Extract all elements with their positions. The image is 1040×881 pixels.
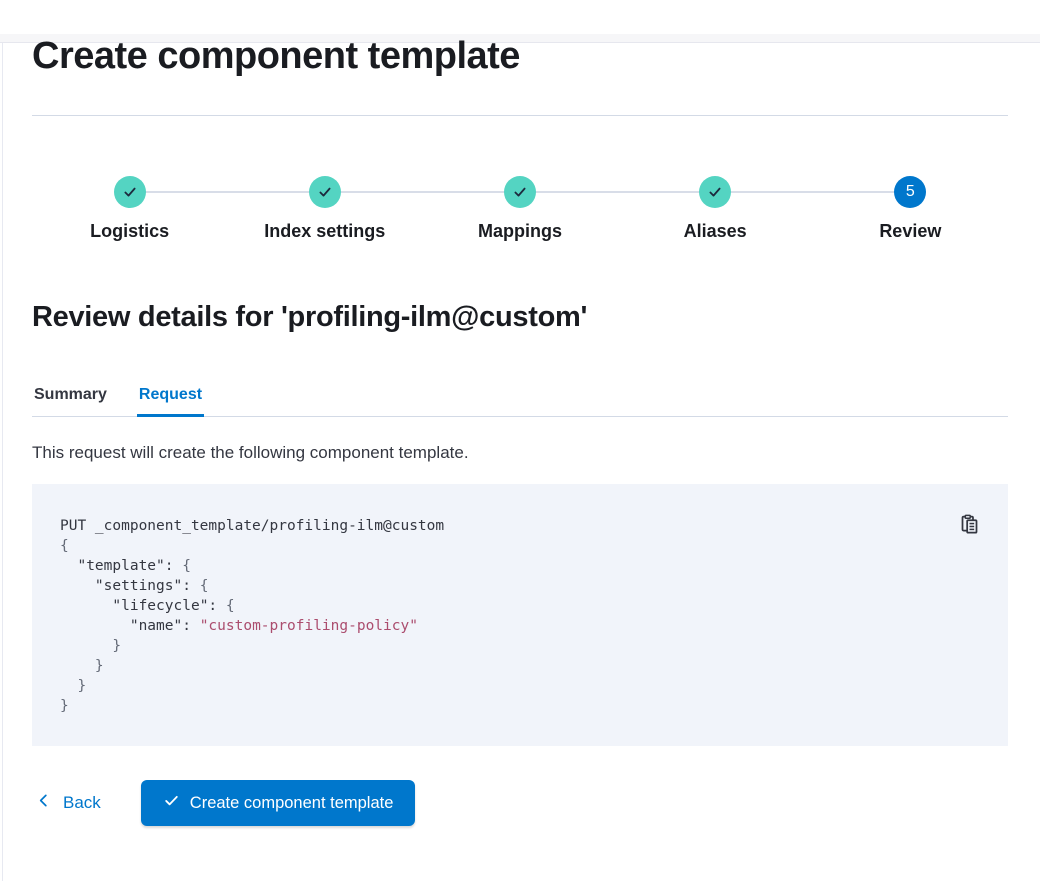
review-heading: Review details for 'profiling-ilm@custom… (32, 301, 588, 333)
step-label: Review (879, 221, 942, 241)
step-label: Index settings (264, 221, 386, 241)
code-line: "template": { (77, 558, 191, 574)
footer-actions: Back Create component template (32, 780, 1008, 826)
step-current-number: 5 (894, 176, 927, 208)
window-left-edge (2, 43, 3, 881)
create-component-template-button[interactable]: Create component template (140, 780, 416, 826)
create-component-template-page: Create component template Logistics Index… (0, 34, 1040, 826)
code-line: } (60, 678, 87, 694)
chevron-left-icon (36, 793, 51, 813)
copy-clipboard-icon (959, 514, 980, 538)
check-icon (163, 792, 180, 814)
tab-request[interactable]: Request (136, 386, 205, 417)
code-line: } (60, 698, 69, 714)
code-line: "settings": { (94, 578, 209, 594)
request-code-block: PUT _component_template/profiling-ilm@cu… (32, 484, 1008, 746)
step-label: Logistics (90, 221, 170, 241)
step-complete-check-icon (113, 176, 146, 208)
code-line: { (60, 538, 69, 554)
window-top-edge (0, 34, 1040, 43)
code-line: "name": "custom-profiling-policy" (129, 618, 418, 634)
create-button-label: Create component template (189, 793, 394, 812)
step-label: Mappings (477, 221, 562, 241)
code-line: "lifecycle": { (112, 598, 235, 614)
title-divider (32, 115, 1008, 116)
request-code: PUT _component_template/profiling-ilm@cu… (60, 516, 980, 716)
back-button[interactable]: Back (32, 785, 109, 821)
tab-summary[interactable]: Summary (32, 386, 109, 416)
step-complete-check-icon (699, 176, 732, 208)
page-title: Create component template (32, 35, 520, 77)
back-button-label: Back (63, 793, 101, 812)
step-complete-check-icon (308, 176, 341, 208)
request-description: This request will create the following c… (32, 443, 469, 462)
code-line: } (60, 638, 122, 654)
step-logistics[interactable]: Logistics (32, 176, 227, 242)
step-label: Aliases (683, 221, 747, 241)
step-aliases[interactable]: Aliases (618, 176, 813, 242)
copy-to-clipboard-button[interactable] (957, 512, 982, 537)
step-complete-check-icon (503, 176, 536, 208)
step-index-settings[interactable]: Index settings (227, 176, 422, 242)
code-line: PUT _component_template/profiling-ilm@cu… (60, 518, 445, 534)
review-tabs: Summary Request (32, 386, 1008, 417)
code-line: } (60, 658, 104, 674)
step-mappings[interactable]: Mappings (422, 176, 617, 242)
